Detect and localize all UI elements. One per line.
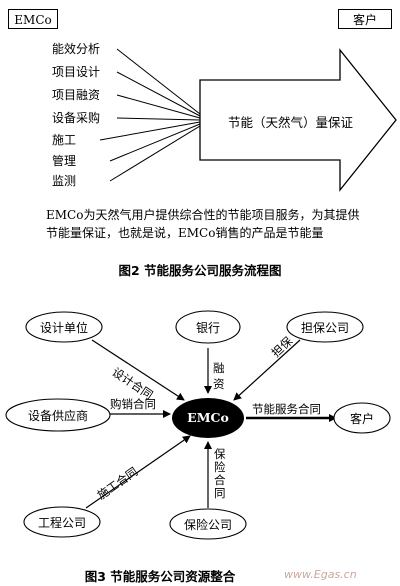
description-line-2: 节能量保证，也就是说，EMCo销售的产品是节能量 — [46, 226, 324, 240]
service-equipment-purchase: 设备采购 — [52, 111, 101, 125]
node-bank — [175, 310, 241, 344]
node-customer — [333, 402, 391, 434]
arrow-label: 节能（天然气）量保证 — [228, 115, 354, 130]
converging-lines — [99, 48, 201, 182]
node-design-unit — [25, 311, 103, 343]
contract-finance-1: 融 — [213, 361, 225, 375]
service-monitoring: 监测 — [52, 174, 77, 188]
label-design-unit: 设计单位 — [39, 321, 88, 335]
customer-box: 客户 — [338, 9, 392, 29]
node-supplier — [5, 398, 111, 432]
label-guarantee: 担保公司 — [300, 321, 349, 335]
line-guarantee — [233, 339, 301, 401]
service-construction: 施工 — [52, 133, 77, 147]
label-engineering: 工程公司 — [37, 516, 86, 530]
contract-purchase: 购销合同 — [110, 397, 156, 411]
line-design — [91, 339, 185, 401]
service-management: 管理 — [52, 154, 77, 168]
label-emco-center: EMCo — [187, 410, 229, 425]
description-line-1: EMCo为天然气用户提供综合性的节能项目服务，为其提供 — [46, 208, 360, 222]
contract-insurance: 保险合同 — [214, 447, 226, 500]
service-energy-analysis: 能效分析 — [52, 42, 101, 56]
line-engineering — [85, 435, 191, 509]
label-bank: 银行 — [195, 321, 220, 335]
node-guarantee — [286, 311, 364, 343]
label-supplier: 设备供应商 — [27, 409, 88, 423]
service-project-design: 项目设计 — [52, 65, 101, 79]
contract-finance-2: 资 — [213, 377, 225, 391]
figure2-caption: 图2 节能服务公司服务流程图 — [118, 263, 282, 278]
big-block-arrow — [199, 48, 397, 192]
node-emco-center — [172, 398, 244, 438]
label-customer: 客户 — [349, 412, 374, 426]
contract-energy-service: 节能服务合同 — [252, 402, 321, 416]
emco-box: EMCo — [8, 9, 58, 29]
node-engineering — [23, 506, 101, 538]
node-insurance — [169, 508, 247, 540]
label-insurance: 保险公司 — [183, 518, 232, 532]
watermark: www.Egas.cn — [284, 568, 357, 581]
figure3-caption: 图3 节能服务公司资源整合 — [84, 569, 236, 584]
service-project-finance: 项目融资 — [52, 88, 101, 102]
